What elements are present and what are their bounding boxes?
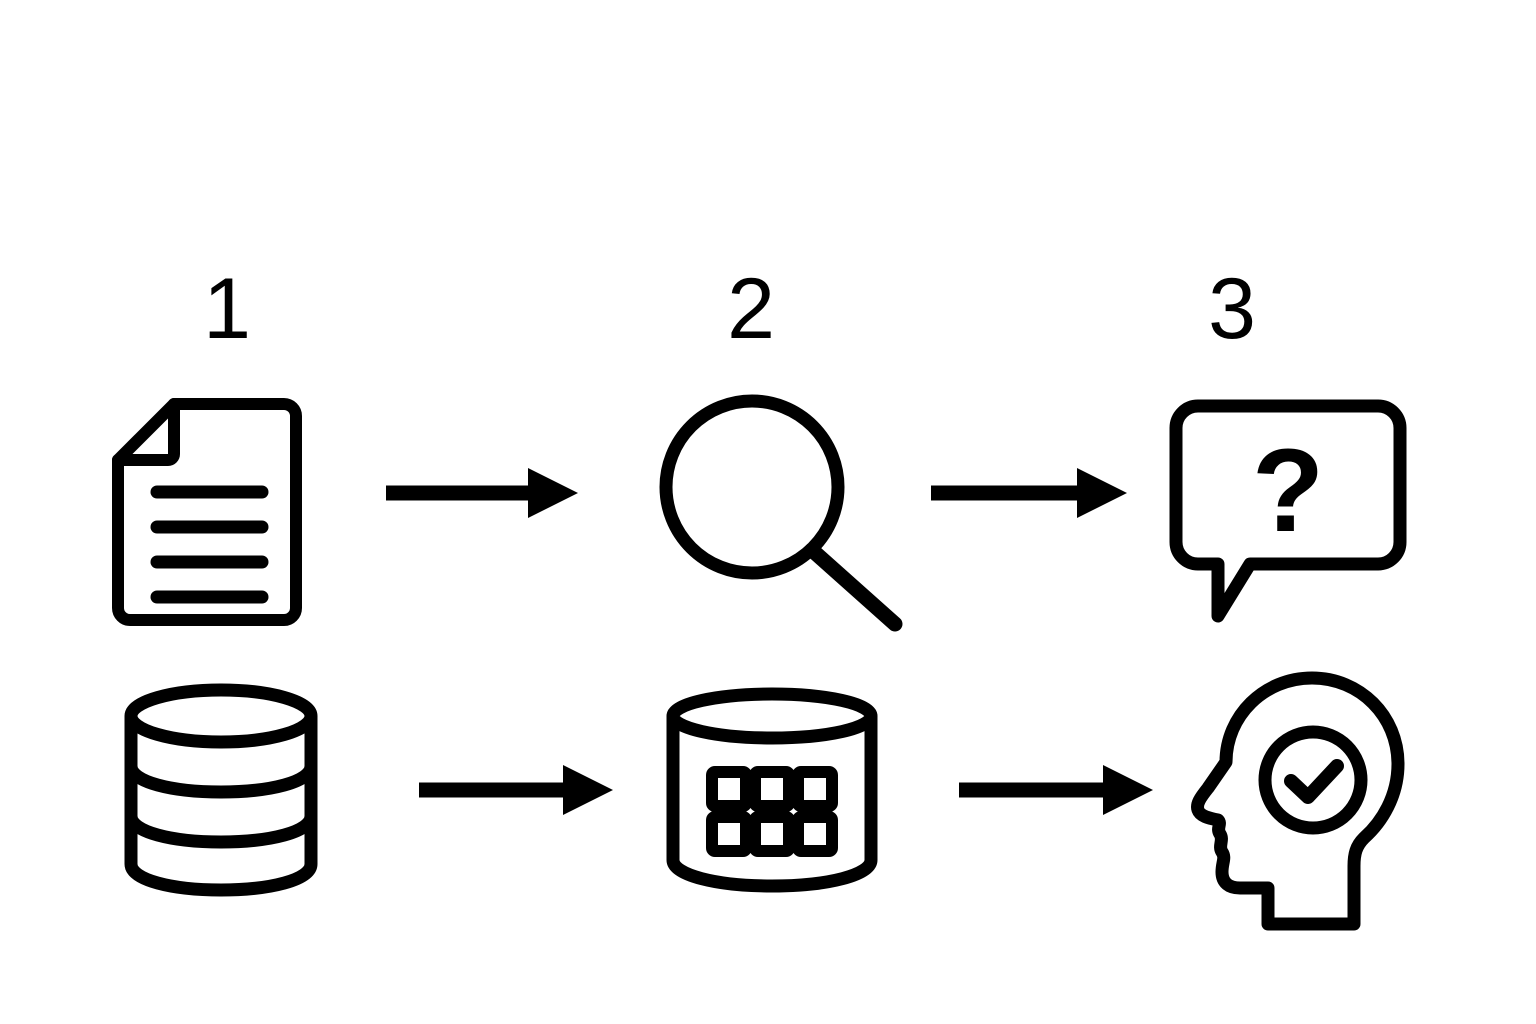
magnifying-glass-icon [652,392,906,632]
magnifier-handle [804,542,903,632]
arrow-right-icon [417,763,615,817]
step-number-3: 3 [1208,261,1256,357]
db-band-2 [124,814,318,849]
step-number-1: 1 [203,261,251,357]
speech-bubble-outline [1169,399,1407,623]
grid-cell [749,766,795,812]
database-grid-icon [666,687,886,894]
arrow-head [528,468,578,518]
grid-cell [749,811,795,857]
arrow-head [563,765,613,815]
speech-bubble-question-icon: ? [1169,399,1412,630]
magnifier-lens [659,394,845,580]
db-top-ellipse [124,683,318,749]
document-folded-corner [112,398,180,466]
document-icon [112,398,302,626]
question-mark-glyph: ? [1252,425,1324,557]
arrow-head [1077,468,1127,518]
arrow-right-icon [929,466,1129,520]
head-check-icon [1178,670,1414,932]
check-circle-outline [1258,725,1368,835]
db-grid-top-ellipse [666,687,878,745]
arrow-head [1103,765,1153,815]
db-band-1 [124,764,318,799]
grid-cell [792,811,838,857]
checkmark-icon [1284,759,1344,804]
grid-cell [706,811,752,857]
db-grid-cells [706,766,838,857]
arrow-right-icon [384,466,580,520]
grid-cell [706,766,752,812]
arrow-right-icon [957,763,1155,817]
step-number-2: 2 [727,261,775,357]
document-page-outline [112,398,302,626]
database-cylinder-icon [124,683,324,897]
document-text-lines [150,485,269,604]
grid-cell [792,766,838,812]
db-body [124,716,318,897]
